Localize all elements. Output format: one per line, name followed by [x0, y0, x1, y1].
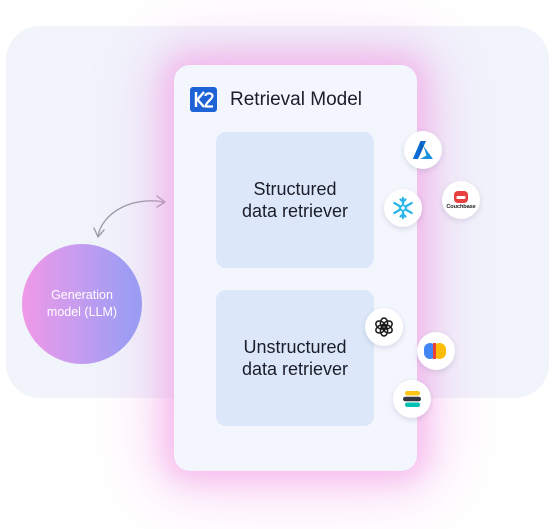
- k2-logo-icon: [190, 87, 217, 112]
- generation-model-line2: model (LLM): [46, 305, 118, 319]
- structured-retriever-label: Structured data retriever: [242, 178, 348, 222]
- couchbase-label: Couchbase: [446, 203, 476, 210]
- snowflake-icon: [384, 189, 422, 227]
- azure-icon: [404, 131, 442, 169]
- structured-data-retriever: Structured data retriever: [216, 132, 374, 268]
- retrieval-model-card: Retrieval Model Structured data retrieve…: [174, 65, 417, 471]
- looker-icon: [417, 332, 455, 370]
- couchbase-icon: Couchbase: [442, 181, 480, 219]
- structured-line1: Structured: [253, 179, 337, 199]
- unstructured-data-retriever: Unstructured data retriever: [216, 290, 374, 426]
- couchbase-mark-icon: [453, 190, 468, 203]
- retrieval-model-title: Retrieval Model: [230, 89, 362, 110]
- elasticsearch-icon: [393, 380, 431, 418]
- unstructured-line1: Unstructured: [243, 337, 347, 357]
- openai-icon: [365, 308, 403, 346]
- bidirectional-curved-arrow-icon: [93, 195, 166, 238]
- unstructured-retriever-label: Unstructured data retriever: [242, 336, 348, 380]
- structured-line2: data retriever: [241, 201, 349, 221]
- couchbase-logo: Couchbase: [446, 190, 476, 210]
- generation-model-node: Generation model (LLM): [22, 244, 142, 364]
- generation-model-label: Generation model (LLM): [47, 287, 117, 321]
- unstructured-line2: data retriever: [241, 359, 349, 379]
- generation-model-line1: Generation: [51, 288, 113, 302]
